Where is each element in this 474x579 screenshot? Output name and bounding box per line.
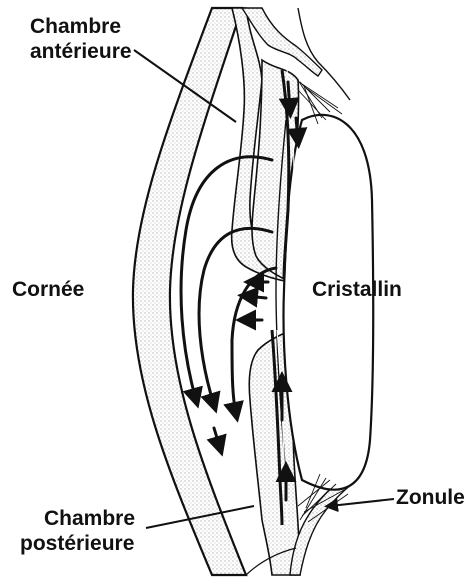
label-zonule: Zonule bbox=[396, 486, 465, 510]
label-cornee: Cornée bbox=[12, 278, 84, 302]
flow-arrow-upper-down bbox=[288, 82, 290, 110]
flow-arrow-upper-down-2 bbox=[296, 118, 298, 140]
label-cristallin: Cristallin bbox=[312, 278, 402, 302]
label-chambre-posterieure-2: postérieure bbox=[20, 532, 134, 556]
lens-shape bbox=[284, 115, 374, 490]
label-chambre-anterieure-2: antérieure bbox=[30, 40, 132, 64]
label-chambre-anterieure-1: Chambre bbox=[30, 15, 121, 39]
lower-tissue bbox=[290, 478, 352, 575]
label-chambre-posterieure-1: Chambre bbox=[44, 507, 135, 531]
cornea-shell bbox=[133, 8, 246, 575]
flow-arrow-lower bbox=[214, 428, 220, 448]
flow-arrow-pupil-2 bbox=[246, 296, 266, 298]
